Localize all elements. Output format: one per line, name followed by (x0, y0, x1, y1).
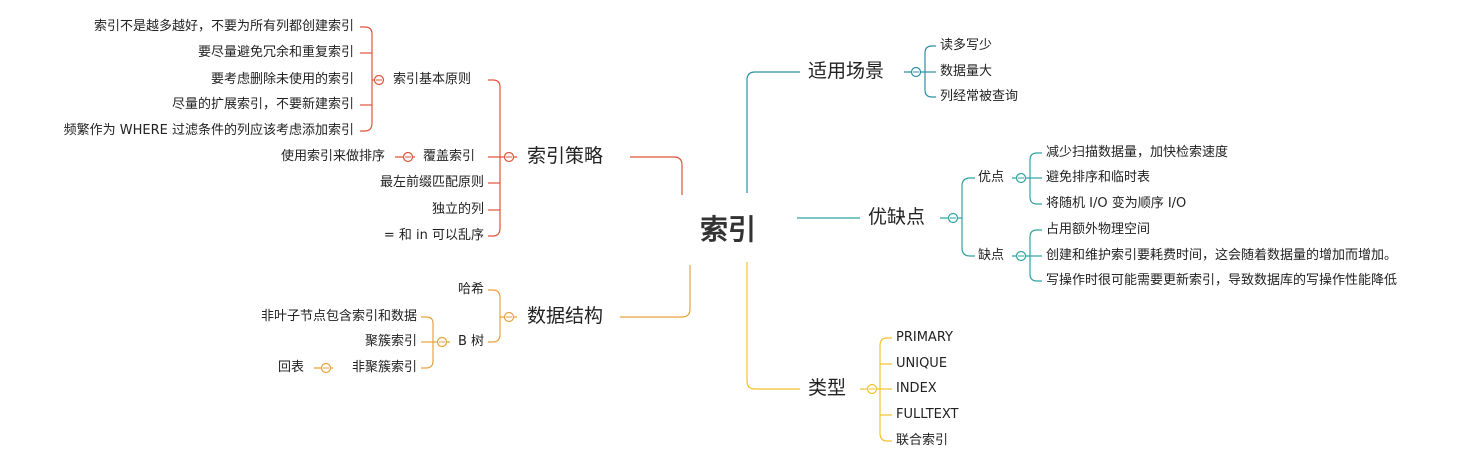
nonclustered-child[interactable]: 回表 (277, 360, 304, 375)
types-topic[interactable]: 类型 (808, 377, 847, 399)
cons-item[interactable]: 写操作时很可能需要更新索引，导致数据库的写操作性能降低 (1046, 273, 1398, 288)
principles-topic[interactable]: 索引基本原则 (393, 72, 472, 87)
cons-topic[interactable]: 缺点 (978, 248, 1005, 263)
root-topic[interactable]: 索引 (700, 213, 757, 246)
principle-item[interactable]: 索引不是越多越好，不要为所有列都创建索引 (93, 19, 354, 34)
strategy-topic[interactable]: 索引策略 (527, 145, 604, 167)
strategy-item[interactable]: = 和 in 可以乱序 (383, 228, 484, 243)
collapse-knobs[interactable] (320, 66, 1027, 395)
cons-item[interactable]: 创建和维护索引要耗费时间，这会随着数据量的增加而增加。 (1046, 248, 1398, 263)
pros-topic[interactable]: 优点 (978, 170, 1005, 185)
type-item[interactable]: UNIQUE (896, 356, 948, 371)
type-item[interactable]: 联合索引 (896, 433, 949, 448)
covering-child[interactable]: 使用索引来做排序 (280, 149, 385, 164)
type-item[interactable]: PRIMARY (896, 330, 953, 345)
scenario-item[interactable]: 数据量大 (940, 64, 993, 79)
strategy-connectors (360, 26, 683, 237)
proscons-topic[interactable]: 优缺点 (868, 206, 926, 228)
type-item[interactable]: FULLTEXT (896, 407, 959, 422)
hash-item[interactable]: 哈希 (457, 282, 484, 297)
btree-topic[interactable]: B 树 (457, 334, 484, 349)
btree-item[interactable]: 非叶子节点包含索引和数据 (260, 309, 417, 324)
pros-item[interactable]: 减少扫描数据量，加快检索速度 (1046, 145, 1229, 160)
pros-item[interactable]: 将随机 I/O 变为顺序 I/O (1046, 196, 1187, 211)
types-connectors (746, 262, 892, 442)
scenario-item[interactable]: 读多写少 (940, 38, 993, 53)
covering-topic[interactable]: 覆盖索引 (423, 149, 476, 164)
cons-item[interactable]: 占用额外物理空间 (1046, 222, 1151, 237)
principle-item[interactable]: 尽量的扩展索引，不要新建索引 (171, 97, 354, 112)
principle-item[interactable]: 要尽量避免冗余和重复索引 (197, 45, 354, 60)
pros-item[interactable]: 避免排序和临时表 (1046, 170, 1151, 185)
type-item[interactable]: INDEX (896, 381, 937, 396)
structure-topic[interactable]: 数据结构 (527, 305, 604, 327)
btree-item[interactable]: 聚簇索引 (364, 334, 417, 349)
scenarios-topic[interactable]: 适用场景 (808, 60, 885, 82)
scenario-item[interactable]: 列经常被查询 (940, 89, 1019, 104)
principle-item[interactable]: 要考虑删除未使用的索引 (210, 72, 354, 87)
btree-item[interactable]: 非聚簇索引 (351, 360, 417, 375)
strategy-item[interactable]: 独立的列 (431, 202, 484, 217)
strategy-item[interactable]: 最左前缀匹配原则 (379, 175, 484, 190)
principle-item[interactable]: 频繁作为 WHERE 过滤条件的列应该考虑添加索引 (63, 123, 354, 138)
